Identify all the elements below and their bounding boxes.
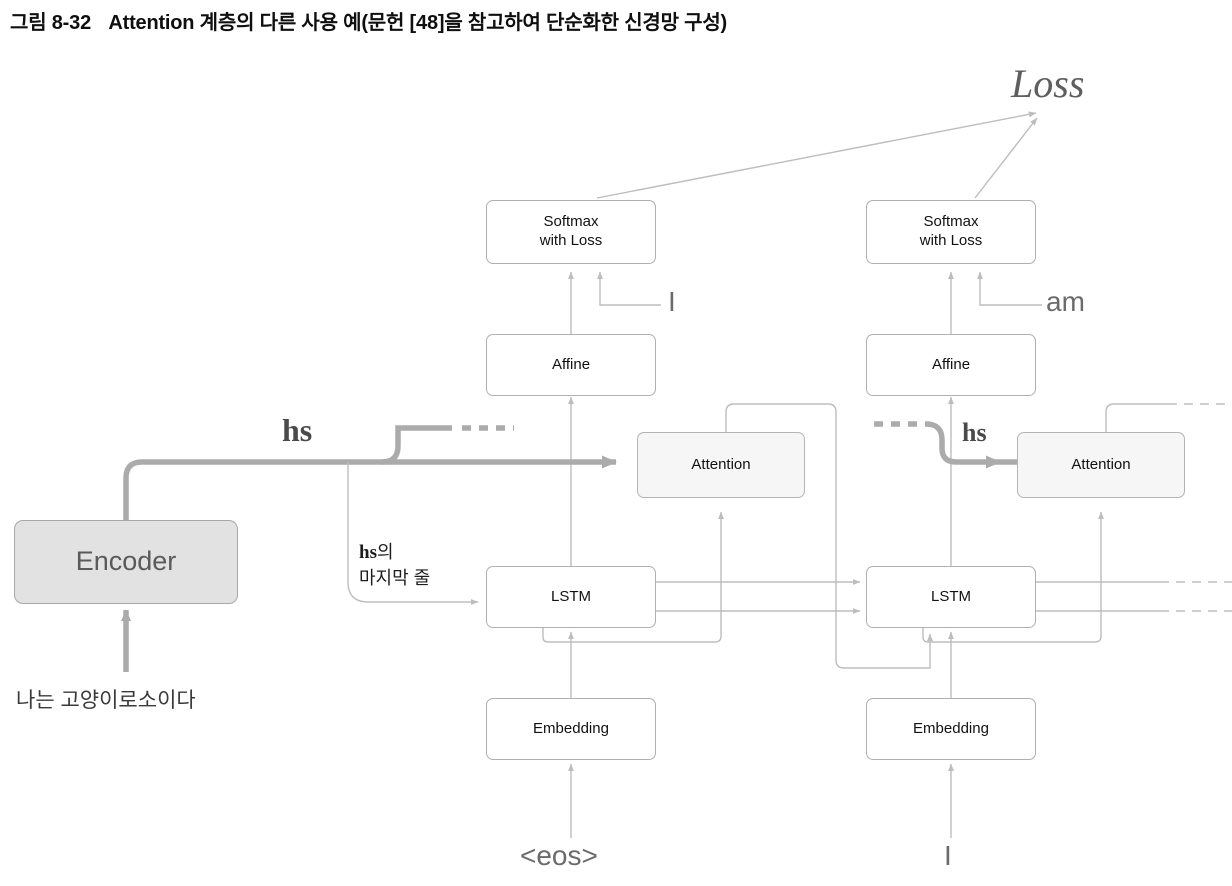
label-teacher-col1: I	[668, 286, 676, 317]
node-encoder-label: Encoder	[75, 546, 177, 577]
node-lstm-col1[interactable]: LSTM	[486, 566, 656, 628]
label-encoder-input: 나는 고양이로소이다	[16, 689, 196, 712]
figure-number: 그림 8-32	[10, 12, 91, 34]
label-hs-main: hs	[282, 412, 313, 448]
wire-teacher-softmax-col1	[597, 271, 661, 306]
node-attention-col1-label: Attention	[691, 455, 751, 473]
wire-attention-out-col1	[725, 403, 934, 669]
label-hs-col2: hs	[962, 418, 987, 447]
node-affine-col1[interactable]: Affine	[486, 334, 656, 396]
node-embedding-col2[interactable]: Embedding	[866, 698, 1036, 760]
wire-lstm-attention-col2	[922, 511, 1105, 643]
loss-arrow-col1	[596, 111, 1037, 199]
node-affine-col2[interactable]: Affine	[866, 334, 1036, 396]
label-input-col1: <eos>	[520, 840, 598, 871]
loss-arrow-col2	[974, 117, 1038, 199]
label-hs-last-row: hs의 마지막 줄	[359, 540, 430, 590]
label-teacher-col2: am	[1046, 286, 1085, 317]
wire-hslast-lstm	[347, 462, 479, 606]
figure-title: 그림 8-32 Attention 계층의 다른 사용 예(문헌 [48]을 참…	[10, 6, 727, 35]
wire-lstm-attention-col1	[542, 511, 725, 643]
node-softmax-col1-label: Softmax with Loss	[539, 213, 603, 249]
node-softmax-col2-label: Softmax with Loss	[919, 213, 983, 249]
label-input-col2: I	[944, 840, 952, 871]
wire-teacher-softmax-col2	[977, 271, 1042, 306]
node-embedding-col2-label: Embedding	[913, 719, 989, 737]
node-lstm-col2[interactable]: LSTM	[866, 566, 1036, 628]
wire-attention-out-col2	[1105, 403, 1168, 432]
label-hs-last-row-bold: hs	[359, 542, 377, 563]
node-attention-col2[interactable]: Attention	[1017, 432, 1185, 498]
wire-encoder-hs-bus	[123, 455, 617, 520]
node-lstm-col1-label: LSTM	[550, 587, 591, 605]
node-attention-col1[interactable]: Attention	[637, 432, 805, 498]
wire-hs-branch-up	[381, 425, 452, 465]
label-loss: Loss	[1011, 61, 1085, 106]
node-softmax-col1[interactable]: Softmax with Loss	[486, 200, 656, 264]
node-encoder[interactable]: Encoder	[14, 520, 238, 604]
node-affine-col2-label: Affine	[931, 355, 971, 373]
node-softmax-col2[interactable]: Softmax with Loss	[866, 200, 1036, 264]
label-hs-last-row-rest: 의 마지막 줄	[359, 542, 431, 588]
node-lstm-col2-label: LSTM	[930, 587, 971, 605]
wire-hs2-curve	[925, 421, 957, 465]
node-affine-col1-label: Affine	[551, 355, 591, 373]
figure-caption: Attention 계층의 다른 사용 예(문헌 [48]을 참고하여 단순화한…	[108, 12, 728, 34]
node-embedding-col1-label: Embedding	[533, 719, 609, 737]
node-attention-col2-label: Attention	[1071, 455, 1131, 473]
node-embedding-col1[interactable]: Embedding	[486, 698, 656, 760]
